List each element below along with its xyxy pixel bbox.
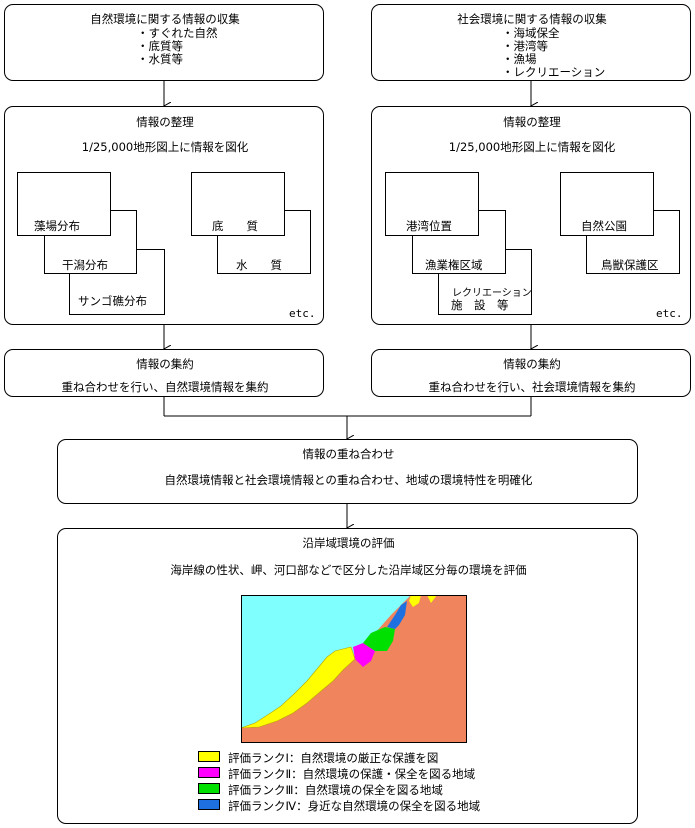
natural-aggregate-title: 情報の集約 <box>136 357 194 371</box>
list-item: ・海域保全 <box>502 26 560 40</box>
evaluation-text: 海岸線の性状、岬、河口部などで区分した沿岸域区分毎の環境を評価 <box>170 563 527 577</box>
rank1-zone <box>241 646 356 729</box>
list-item: ・すぐれた自然 <box>137 26 218 40</box>
etc-label: etc. <box>656 307 683 320</box>
seaweed-map-label: 藻場分布 <box>34 219 80 233</box>
tidal-flat-map-label: 干潟分布 <box>62 258 108 272</box>
list-item: ・漁場 <box>502 52 537 66</box>
recreation-map-label-2: 施 設 等 <box>451 298 509 312</box>
legend-label: 評価ランクⅠ：自然環境の厳正な保護を図 <box>228 751 439 765</box>
rank4-zone <box>387 601 407 629</box>
legend-label: 評価ランクⅣ：身近な自然環境の保全を図る地域 <box>228 799 481 813</box>
evaluation-box: 沿岸域環境の評価 海岸線の性状、岬、河口部などで区分した沿岸域区分毎の環境を評価… <box>57 528 638 824</box>
natural-aggregate-text: 重ね合わせを行い、自然環境情報を集約 <box>61 380 269 394</box>
social-organize-subtitle: 1/25,000地形図上に情報を図化 <box>448 140 616 154</box>
etc-label: etc. <box>289 307 316 320</box>
coastal-evaluation-map <box>241 595 467 743</box>
list-item: ・レクリエーション <box>502 65 606 79</box>
wildlife-map-label: 鳥獣保護区 <box>601 258 659 272</box>
park-map: 自然公園 <box>560 172 654 236</box>
social-organize-box: 情報の整理 1/25,000地形図上に情報を図化 レクリエーション 施 設 等 … <box>371 106 691 325</box>
recreation-map-label-1: レクリエーション <box>452 288 532 299</box>
map-frame <box>241 595 467 743</box>
water-quality-map-label: 水 質 <box>236 258 282 272</box>
rank2-zone <box>353 643 375 667</box>
social-collect-title: 社会環境に関する情報の収集 <box>457 12 607 26</box>
social-collect-list: ・海域保全 ・港湾等 ・漁場 ・レクリエーション <box>502 27 605 79</box>
evaluation-title: 沿岸域環境の評価 <box>302 536 395 550</box>
natural-organize-box: 情報の整理 1/25,000地形図上に情報を図化 サンゴ礁分布 干潟分布 藻場分… <box>4 106 324 325</box>
port-map-label: 港湾位置 <box>406 219 452 233</box>
social-collect-box: 社会環境に関する情報の収集 ・海域保全 ・港湾等 ・漁場 ・レクリエーション <box>371 4 691 81</box>
overlay-text: 自然環境情報と社会環境情報との重ね合わせ、地域の環境特性を明確化 <box>164 473 533 487</box>
legend-label: 評価ランクⅢ：自然環境の保全を図る地域 <box>228 783 443 797</box>
overlay-box: 情報の重ね合わせ 自然環境情報と社会環境情報との重ね合わせ、地域の環境特性を明確… <box>57 439 638 504</box>
sediment-map: 底 質 <box>191 172 285 236</box>
rank3-swatch <box>198 783 220 794</box>
fishery-map-label: 漁業権区域 <box>425 258 483 272</box>
legend-label: 評価ランクⅡ：自然環境の保護・保全を図る地域 <box>228 767 476 781</box>
rank4-swatch <box>198 799 220 810</box>
list-item: ・港湾等 <box>502 39 548 53</box>
rank1-zone <box>409 595 421 607</box>
natural-collect-list: ・すぐれた自然 ・底質等 ・水質等 <box>137 27 218 66</box>
natural-collect-title: 自然環境に関する情報の収集 <box>90 12 240 26</box>
list-item: ・底質等 <box>137 39 183 53</box>
rank1-swatch <box>198 751 220 762</box>
rank2-swatch <box>198 767 220 778</box>
social-aggregate-title: 情報の集約 <box>503 357 561 371</box>
social-organize-title: 情報の整理 <box>503 115 561 129</box>
park-map-label: 自然公園 <box>581 219 627 233</box>
natural-collect-box: 自然環境に関する情報の収集 ・すぐれた自然 ・底質等 ・水質等 <box>4 4 324 81</box>
natural-organize-title: 情報の整理 <box>136 115 194 129</box>
overlay-title: 情報の重ね合わせ <box>302 447 395 461</box>
seaweed-map: 藻場分布 <box>17 172 111 236</box>
social-aggregate-box: 情報の集約 重ね合わせを行い、社会環境情報を集約 <box>371 349 691 397</box>
coral-map-label: サンゴ礁分布 <box>78 294 147 308</box>
sediment-map-label: 底 質 <box>212 219 258 233</box>
social-aggregate-text: 重ね合わせを行い、社会環境情報を集約 <box>428 380 636 394</box>
natural-aggregate-box: 情報の集約 重ね合わせを行い、自然環境情報を集約 <box>4 349 324 397</box>
list-item: ・水質等 <box>137 52 183 66</box>
rank3-zone <box>363 627 395 651</box>
natural-organize-subtitle: 1/25,000地形図上に情報を図化 <box>81 140 249 154</box>
rank1-zone <box>427 595 437 603</box>
port-map: 港湾位置 <box>385 172 479 236</box>
